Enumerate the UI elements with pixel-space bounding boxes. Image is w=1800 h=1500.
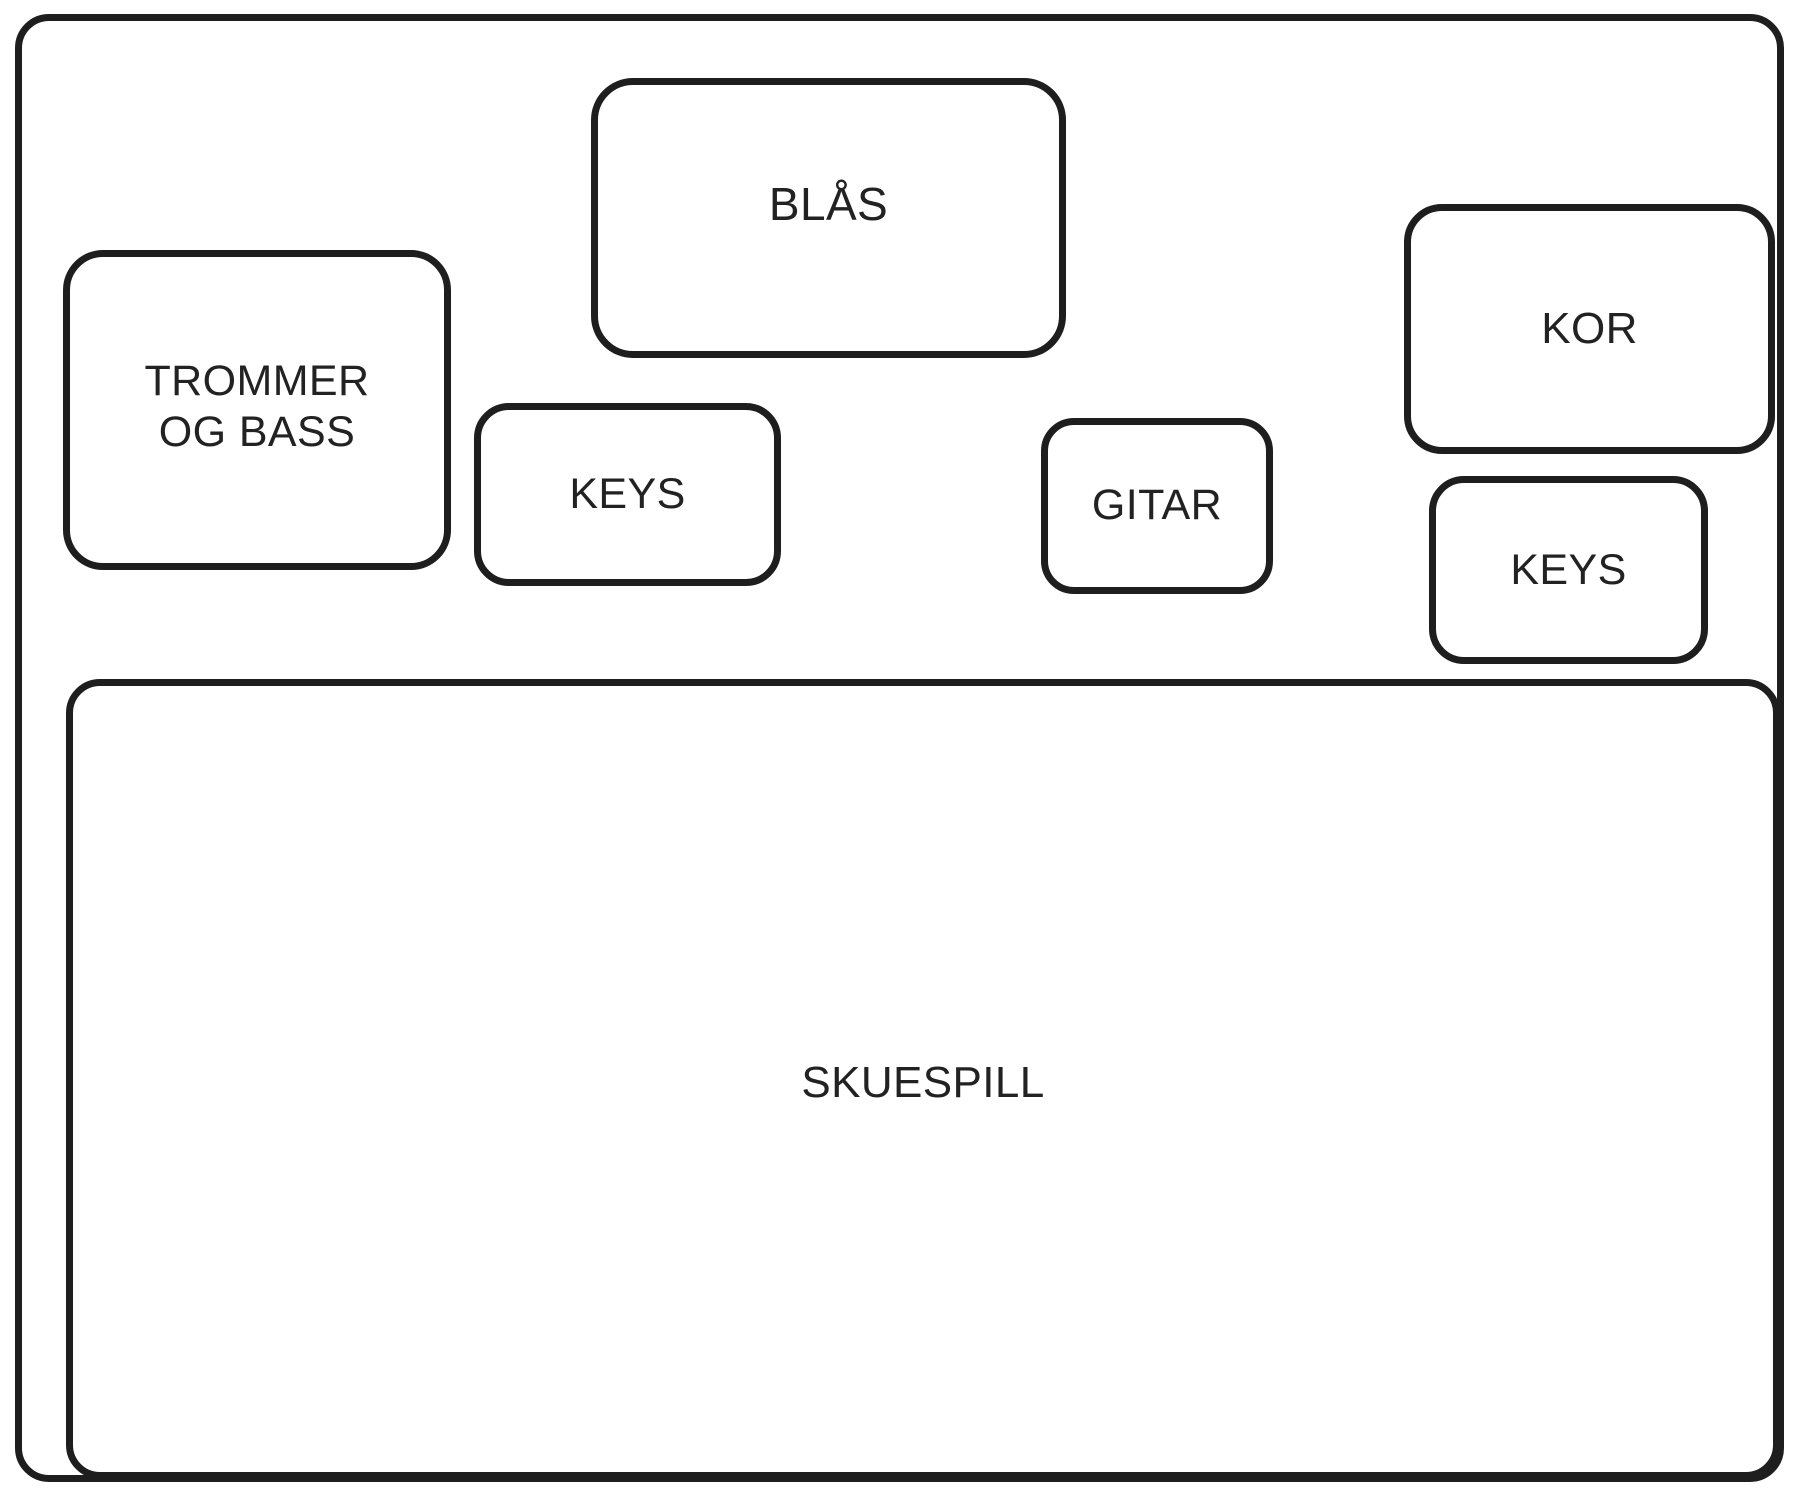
stage-frame-outline: TROMMER OG BASS BLÅS KEYS GITAR KOR KEYS… (15, 14, 1784, 1482)
zone-label-keys-right: KEYS (1510, 545, 1627, 594)
zone-kor[interactable]: KOR (1404, 204, 1775, 454)
zone-label-skuespill: SKUESPILL (801, 1058, 1045, 1107)
zone-skuespill[interactable]: SKUESPILL (66, 679, 1780, 1479)
zone-keys-right[interactable]: KEYS (1429, 476, 1708, 664)
zone-label-blas: BLÅS (768, 178, 889, 230)
zone-trommer-og-bass[interactable]: TROMMER OG BASS (63, 250, 451, 570)
zone-gitar[interactable]: GITAR (1041, 418, 1273, 594)
zone-label-gitar: GITAR (1091, 481, 1223, 530)
zone-label-kor: KOR (1541, 304, 1638, 354)
zone-blas[interactable]: BLÅS (591, 78, 1066, 358)
zone-label-keys-left: KEYS (569, 469, 686, 518)
zone-keys-left[interactable]: KEYS (474, 403, 781, 586)
zone-label-trommer-og-bass: TROMMER OG BASS (144, 357, 370, 456)
